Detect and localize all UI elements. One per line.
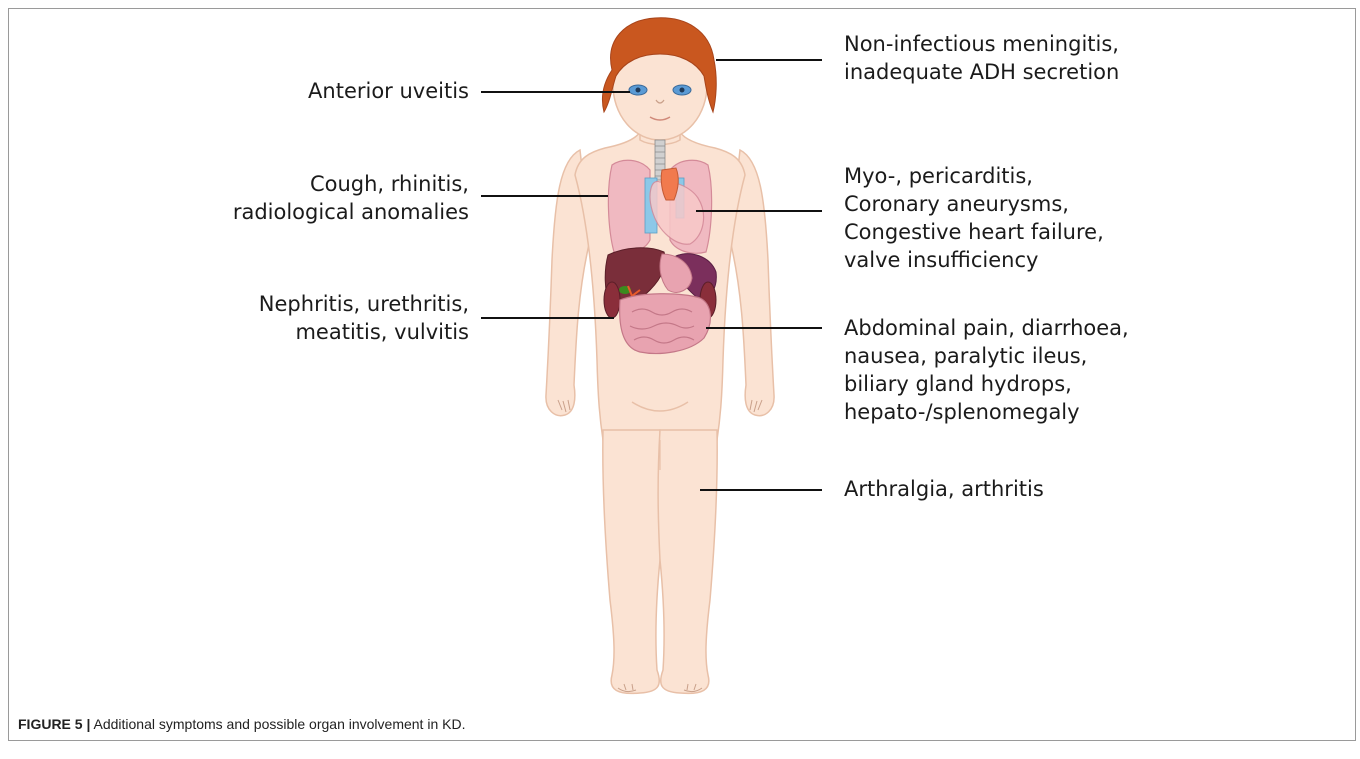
- label-anterior-uveitis: Anterior uveitis: [308, 77, 469, 105]
- label-arthralgia: Arthralgia, arthritis: [844, 475, 1044, 503]
- label-abdominal: Abdominal pain, diarrhoea, nausea, paral…: [844, 314, 1129, 426]
- label-nephritis: Nephritis, urethritis, meatitis, vulviti…: [259, 290, 469, 346]
- caption-text: Additional symptoms and possible organ i…: [90, 716, 465, 732]
- label-meningitis: Non-infectious meningitis, inadequate AD…: [844, 30, 1119, 86]
- figure-caption: FIGURE 5 | Additional symptoms and possi…: [18, 716, 465, 732]
- figure-number: FIGURE 5 |: [18, 716, 90, 732]
- label-heart-involvement: Myo-, pericarditis, Coronary aneurysms, …: [844, 162, 1104, 274]
- label-cough-rhinitis: Cough, rhinitis, radiological anomalies: [233, 170, 469, 226]
- body-silhouette: [546, 30, 774, 693]
